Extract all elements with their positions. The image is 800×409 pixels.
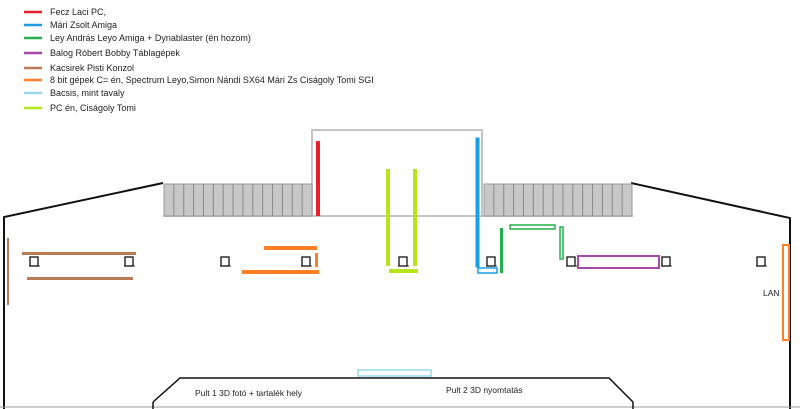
table-lan: [782, 244, 790, 341]
table-bobby: [577, 255, 660, 269]
table-bacsis: [357, 369, 432, 377]
legend-label: 8 bit gépek C= én, Spectrum Leyo,Simon N…: [50, 75, 374, 85]
counter-outline: [152, 377, 634, 403]
table-kacsirek-2: [27, 277, 133, 280]
table-mari-amiga-small: [477, 267, 498, 274]
table-8bit-1: [264, 246, 317, 250]
lan-label: LAN: [763, 288, 780, 298]
right-wall: [630, 182, 791, 409]
walls: [0, 182, 800, 409]
legend-label: Balog Róbert Bobby Táblagépek: [50, 48, 180, 58]
socket-icon: [398, 256, 408, 267]
socket-icon: [29, 256, 39, 267]
table-leyo-3: [559, 226, 564, 260]
legend-label: PC én, Ciságoly Tomi: [50, 103, 136, 113]
seat-row-right: [483, 183, 633, 217]
table-kacsirek-1: [22, 252, 136, 255]
socket-icon: [124, 256, 134, 267]
table-pc-bottom: [389, 269, 418, 273]
legend-label: Mári Zsolt Amiga: [50, 20, 117, 30]
socket-icon: [661, 256, 671, 267]
table-leyo-1: [500, 228, 503, 273]
table-pc-left: [386, 169, 390, 266]
legend-label: Bacsis, mint tavaly: [50, 88, 125, 98]
table-8bit-2: [315, 253, 318, 267]
center-room: [311, 129, 483, 217]
socket-icon: [220, 256, 230, 267]
legend-label: Fecz Laci PC,: [50, 7, 106, 17]
table-kacsirek-wall: [7, 238, 9, 305]
pult2-label: Pult 2 3D nyomtatás: [446, 385, 523, 395]
table-mari-amiga: [475, 137, 480, 268]
legend-label: Ley András Leyo Amiga + Dynablaster (én …: [50, 33, 251, 43]
table-pc-right: [413, 169, 417, 266]
socket-icon: [301, 256, 311, 267]
table-leyo-2: [509, 224, 556, 230]
seat-block: [483, 183, 633, 217]
table-8bit-3: [242, 270, 319, 274]
socket-icon: [566, 256, 576, 267]
socket-icon: [486, 256, 496, 267]
table-fecz-laci: [316, 141, 320, 216]
socket-icon: [756, 256, 766, 267]
legend-label: Kacsirek Pisti Konzol: [50, 63, 134, 73]
sockets: [29, 256, 767, 267]
seat-row-left: [163, 183, 313, 217]
seat-block: [163, 183, 313, 217]
left-wall: [3, 182, 164, 409]
pult1-label: Pult 1 3D fotó + tartalék hely: [195, 388, 303, 398]
